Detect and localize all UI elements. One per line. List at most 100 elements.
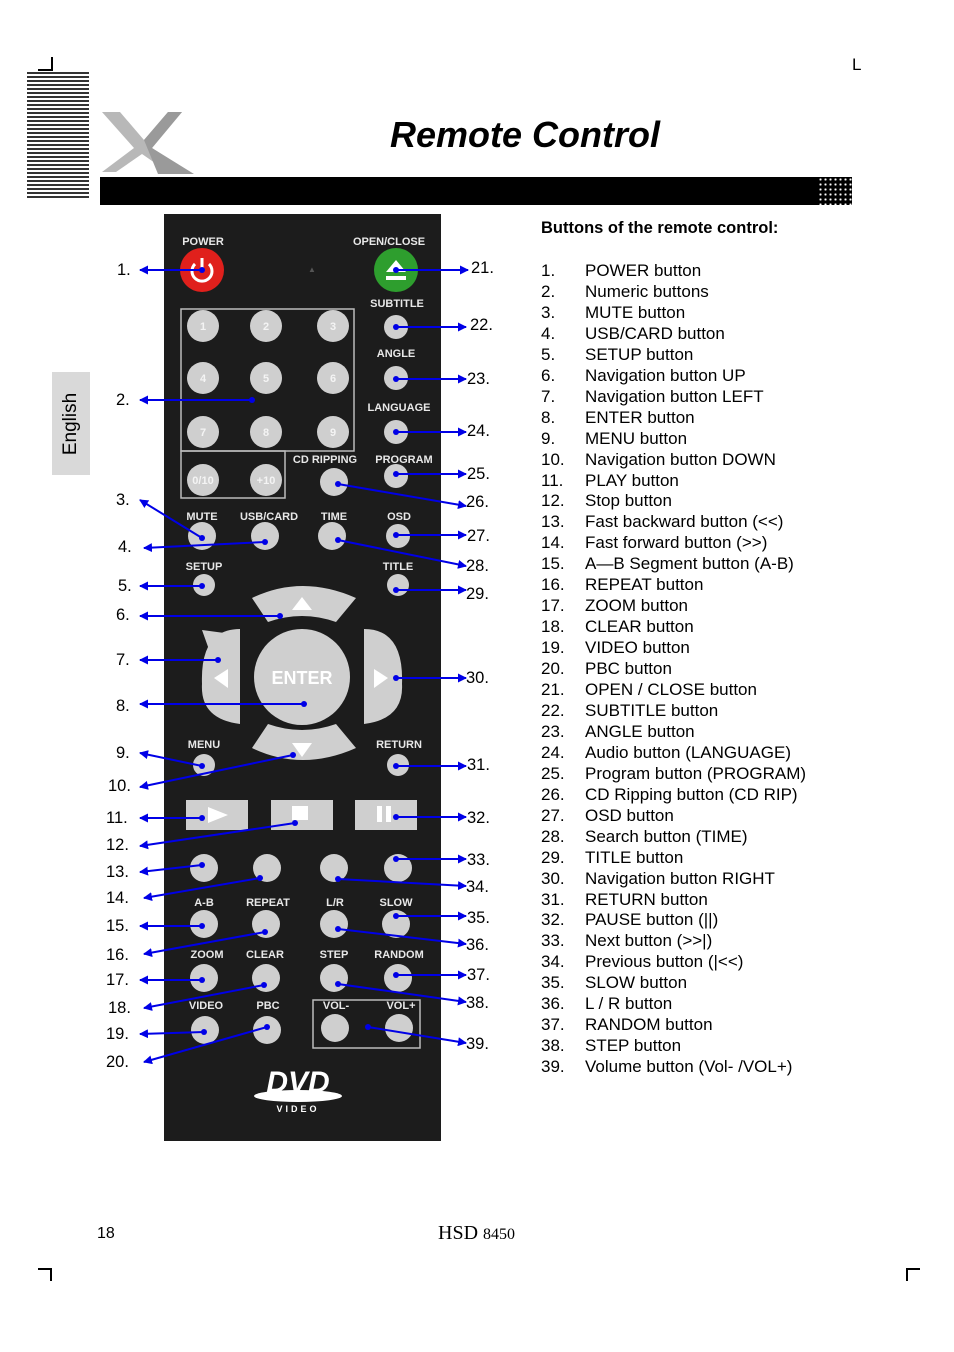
- label-title: TITLE: [383, 561, 414, 573]
- list-item-number: 18.: [541, 617, 565, 637]
- callout-number: 2.: [116, 391, 130, 409]
- callout-number: 37.: [467, 966, 490, 984]
- callout-number: 38.: [466, 994, 489, 1012]
- list-item-number: 13.: [541, 512, 565, 532]
- list-item-number: 14.: [541, 533, 565, 553]
- callout-number: 6.: [116, 606, 130, 624]
- list-item: 3.MUTE button: [541, 302, 685, 323]
- rewind-button: [190, 854, 218, 882]
- crop-mark: [906, 1268, 920, 1270]
- list-item: 35.SLOW button: [541, 972, 687, 993]
- list-item-number: 25.: [541, 763, 565, 783]
- list-item-number: 29.: [541, 847, 565, 867]
- list-item-number: 34.: [541, 952, 565, 972]
- list-item-number: 17.: [541, 596, 565, 616]
- list-item-text: CD Ripping button (CD RIP): [585, 784, 798, 804]
- list-item-text: Volume button (Vol- /VOL+): [585, 1057, 793, 1077]
- digit-button: [317, 362, 349, 394]
- list-item-number: 8.: [541, 407, 556, 427]
- list-item: 22.SUBTITLE button: [541, 700, 718, 721]
- label-cd-ripping: CD RIPPING: [293, 454, 357, 466]
- digit-button: [250, 416, 282, 448]
- list-item-text: Numeric buttons: [585, 281, 709, 301]
- list-item-text: USB/CARD button: [585, 323, 725, 343]
- label-mute: MUTE: [186, 511, 217, 523]
- callout-number: 19.: [106, 1025, 129, 1043]
- digit-button: [187, 362, 219, 394]
- list-item-text: Previous button (|<<): [585, 952, 744, 972]
- time-button: [318, 522, 346, 550]
- list-item-text: Navigation button DOWN: [585, 449, 776, 469]
- repeat-button: [252, 910, 280, 938]
- label-step: STEP: [320, 949, 349, 961]
- digit-label: 2: [263, 321, 269, 333]
- list-item-text: RANDOM button: [585, 1015, 713, 1035]
- list-item-number: 5.: [541, 344, 556, 364]
- callout-number: 18.: [108, 999, 131, 1017]
- callout-number: 12.: [106, 836, 129, 854]
- list-item-number: 27.: [541, 805, 565, 825]
- label-video: VIDEO: [189, 1000, 224, 1012]
- subtitle-button: [384, 315, 408, 339]
- label-vol-plus: VOL+: [386, 1000, 415, 1012]
- list-item: 8.ENTER button: [541, 407, 695, 428]
- callout-number: 32.: [467, 809, 490, 827]
- callout-number: 3.: [116, 491, 130, 509]
- title-button: [387, 574, 409, 596]
- angle-button: [384, 366, 408, 390]
- list-item-text: Fast backward button (<<): [585, 512, 784, 532]
- language-button: [384, 420, 408, 444]
- digit-label: 6: [330, 373, 336, 385]
- corner-letter: L: [852, 55, 862, 74]
- callout-number: 11.: [106, 809, 128, 827]
- list-item: 21.OPEN / CLOSE button: [541, 679, 757, 700]
- brand-logo: [102, 112, 194, 174]
- list-item-text: SLOW button: [585, 973, 688, 993]
- list-item: 19.VIDEO button: [541, 637, 690, 658]
- a-b-button: [190, 910, 218, 938]
- list-item-number: 4.: [541, 323, 556, 343]
- digit-label: 4: [200, 373, 207, 385]
- list-item: 2.Numeric buttons: [541, 281, 709, 302]
- list-item-number: 15.: [541, 554, 565, 574]
- nav-down-button: [252, 724, 356, 760]
- list-item-number: 19.: [541, 638, 565, 658]
- button-list-heading: Buttons of the remote control:: [541, 219, 779, 237]
- digit-label: 7: [200, 427, 206, 439]
- list-item-text: PLAY button: [585, 470, 679, 490]
- list-item: 36.L / R button: [541, 993, 672, 1014]
- digit-button: [250, 310, 282, 342]
- callout-number: 34.: [466, 878, 489, 896]
- list-item-text: Audio button (LANGUAGE): [585, 742, 791, 762]
- list-item: 29.TITLE button: [541, 847, 683, 868]
- enter-label: ENTER: [271, 668, 332, 688]
- label-random: RANDOM: [374, 949, 424, 961]
- list-item: 26.CD Ripping button (CD RIP): [541, 784, 798, 805]
- list-item-text: STEP button: [585, 1036, 682, 1056]
- label-language: LANGUAGE: [368, 402, 431, 414]
- language-tab: English: [52, 372, 90, 475]
- digit-label: 8: [263, 427, 269, 439]
- return-button: [387, 754, 409, 776]
- footer-brand-name: HSD: [438, 1222, 479, 1244]
- setup-button: [193, 574, 215, 596]
- list-item-text: ZOOM button: [585, 596, 688, 616]
- l-r-button: [320, 910, 348, 938]
- list-item: 14.Fast forward button (>>): [541, 532, 767, 553]
- crop-mark: [38, 69, 52, 71]
- callout-number: 27.: [467, 527, 490, 545]
- list-item: 30.Navigation button RIGHT: [541, 868, 775, 889]
- list-item-number: 16.: [541, 575, 565, 595]
- list-item-number: 9.: [541, 428, 556, 448]
- label-power: POWER: [182, 236, 224, 248]
- callout-number: 21.: [471, 259, 494, 277]
- label-osd: OSD: [387, 511, 411, 523]
- list-item: 11.PLAY button: [541, 470, 679, 491]
- label-l-r: L/R: [326, 897, 344, 909]
- digit-label: 0/10: [192, 475, 213, 487]
- callout-number: 8.: [116, 697, 130, 715]
- list-item-text: RETURN button: [585, 889, 708, 909]
- callout-number: 25.: [467, 465, 490, 483]
- label-pbc: PBC: [256, 1000, 279, 1012]
- svg-text:▲: ▲: [308, 265, 316, 274]
